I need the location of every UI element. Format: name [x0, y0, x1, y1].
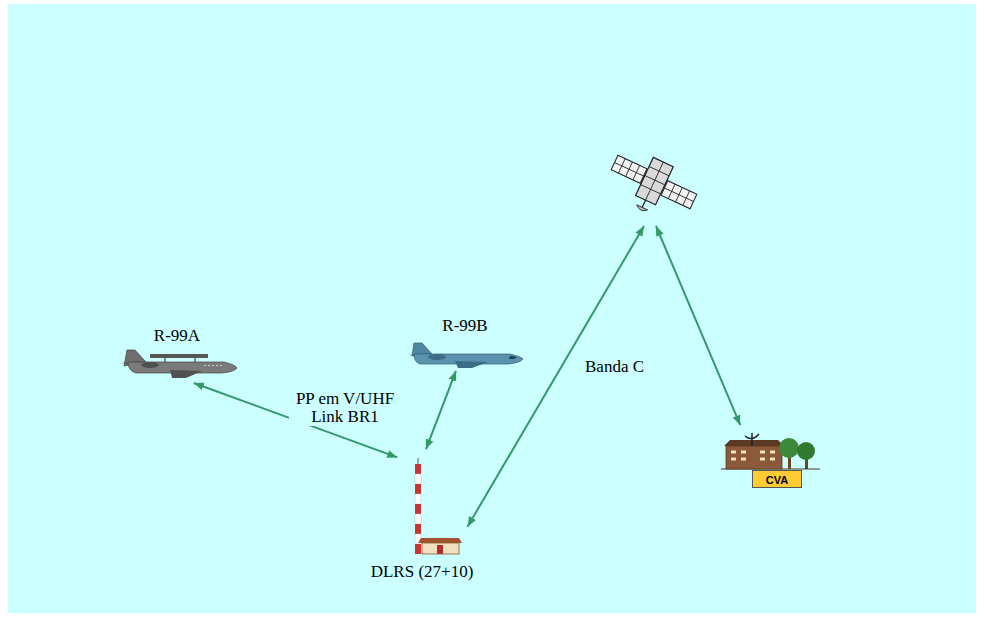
r99a-aircraft [121, 350, 237, 378]
tower-segment [415, 464, 421, 474]
tower-segment [415, 494, 421, 504]
background-panel [8, 4, 976, 613]
panel-grid [661, 181, 697, 209]
radar-strut [194, 358, 195, 362]
radar-strut [164, 358, 165, 362]
aircraft-label: R-99B [398, 316, 532, 336]
tower-segment [415, 474, 421, 484]
center-label: CVA [752, 470, 802, 488]
station-label: DLRS (27+10) [371, 562, 474, 582]
body-grid [636, 157, 674, 204]
antenna-dish [745, 434, 759, 439]
building-windows [731, 452, 775, 459]
r99b-aircraft [409, 343, 523, 368]
engine [141, 362, 159, 368]
aircraft-node: R-99B [398, 312, 532, 368]
tree [797, 442, 815, 460]
link-label: PP em V/UHF Link BR1 [289, 390, 401, 426]
panel-grid [611, 155, 647, 183]
engine [428, 354, 446, 360]
aircraft-node: R-99A [108, 322, 246, 382]
ground-station-node: DLRS (27+10) [400, 452, 466, 558]
solar-panel [661, 181, 697, 209]
tower-segment [415, 524, 421, 534]
building [726, 446, 782, 469]
link-connector [468, 226, 741, 527]
shelter-roof [418, 538, 462, 543]
link-connector [426, 371, 456, 449]
antenna-mast [751, 433, 753, 446]
windows [204, 365, 224, 366]
cockpit [509, 356, 517, 359]
link-line [656, 226, 740, 425]
tree [779, 438, 799, 458]
satellite-body [636, 157, 674, 204]
tower-segment [415, 504, 421, 514]
solar-panel [611, 155, 647, 183]
tower-segment [415, 484, 421, 494]
tower-segment [415, 514, 421, 524]
edge-label: Banda C [585, 357, 644, 377]
antenna-dish [635, 205, 647, 213]
equipment-shelter [418, 538, 462, 554]
control-center-building [721, 433, 820, 469]
shelter-wall [422, 543, 459, 554]
wing [170, 370, 202, 378]
link-line [468, 226, 645, 527]
tower-segment [415, 544, 421, 554]
control-center-node: CVA [718, 428, 822, 494]
radar-antenna [150, 354, 208, 358]
building-roof [724, 440, 784, 446]
antenna-mast [642, 200, 645, 207]
aircraft-label: R-99A [108, 326, 246, 346]
link-line [426, 371, 456, 449]
shelter-door [437, 545, 443, 554]
wing [455, 361, 488, 368]
tower-antenna [418, 458, 419, 464]
satellite [601, 143, 703, 228]
